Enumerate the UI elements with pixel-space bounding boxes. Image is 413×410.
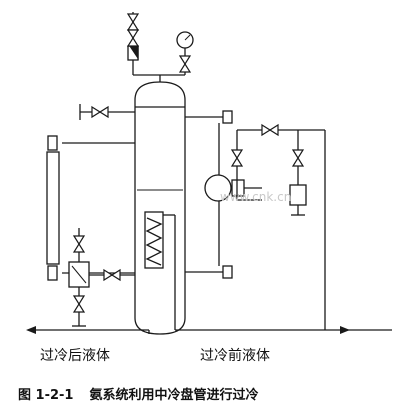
coil-box bbox=[144, 211, 164, 269]
side-inlet-valve bbox=[91, 106, 109, 118]
solenoid-valve-body bbox=[289, 184, 307, 206]
gauge-valve bbox=[179, 55, 191, 73]
float-controller bbox=[204, 174, 232, 202]
bypass-valve-left bbox=[231, 149, 243, 167]
liquid-before-subcooling-label: 过冷前液体 bbox=[200, 348, 270, 364]
coil-icon bbox=[145, 217, 163, 266]
float-line-valve bbox=[103, 269, 121, 281]
liquid-level-gauge bbox=[46, 151, 60, 265]
watermark: www.cnk.cn bbox=[220, 190, 292, 204]
figure-caption: 图 1-2-1 氨系统利用中冷盘管进行过冷 bbox=[18, 384, 258, 403]
outlet-arrow bbox=[26, 326, 36, 334]
figure-number: 图 1-2-1 bbox=[18, 388, 74, 403]
drain-valve-upper bbox=[73, 235, 85, 253]
liquid-supply-valve bbox=[261, 124, 279, 136]
bypass-valve-right bbox=[292, 149, 304, 167]
top-vent-valve-2 bbox=[127, 29, 139, 47]
gauge-top-fitting bbox=[47, 135, 58, 151]
subcooled-liquid-out-label: 过冷后液体 bbox=[40, 348, 110, 364]
figure-title: 氨系统利用中冷盘管进行过冷 bbox=[89, 388, 259, 403]
intercooler-vessel bbox=[134, 81, 186, 335]
inlet-arrow bbox=[340, 326, 350, 334]
top-vent-valve-1 bbox=[127, 13, 139, 31]
drain-valve-lower bbox=[73, 295, 85, 313]
piping-diagram bbox=[26, 12, 392, 335]
gauge-bottom-fitting bbox=[47, 265, 58, 281]
